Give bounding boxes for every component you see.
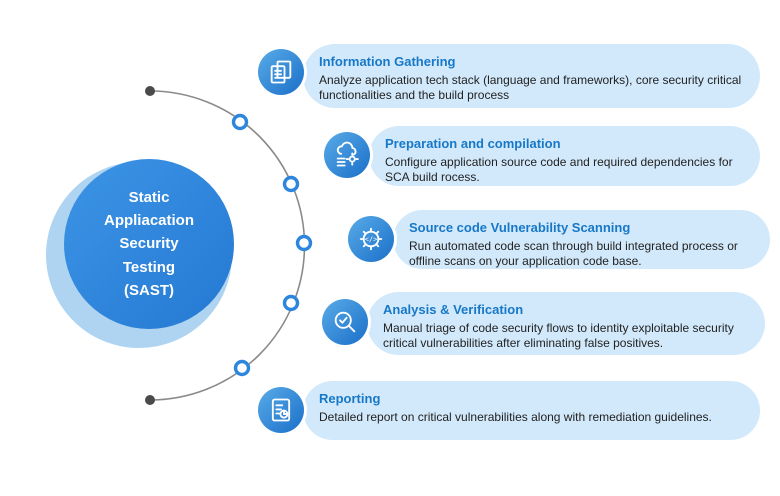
center-title-line: Security <box>119 235 179 253</box>
center-title-line: (SAST) <box>124 281 174 299</box>
center-title-line: Appliacation <box>103 212 194 230</box>
step-title: Source code Vulnerability Scanning <box>409 220 631 235</box>
step-banner-information-gathering: Information Gathering Analyze applicatio… <box>303 44 760 108</box>
step-banner-preparation-compilation: Preparation and compilation Configure ap… <box>369 126 760 186</box>
documents-icon <box>270 60 292 84</box>
step-icon-circle <box>322 299 368 345</box>
node-step-2 <box>282 175 300 193</box>
center-title-line: Static <box>128 188 170 206</box>
center-title-line: Testing <box>122 258 176 276</box>
cloud-gear-icon <box>336 141 359 167</box>
gear-code-icon: </> <box>359 227 383 251</box>
step-description: Run automated code scan through build in… <box>409 238 738 269</box>
magnifier-check-icon <box>334 311 356 333</box>
step-description: Manual triage of code security flows to … <box>383 320 734 351</box>
node-step-1 <box>231 113 249 131</box>
step-title: Reporting <box>319 391 381 406</box>
step-banner-analysis-verification: Analysis & Verification Manual triage of… <box>367 292 765 355</box>
step-banner-vulnerability-scanning: Source code Vulnerability Scanning Run a… <box>393 210 770 269</box>
step-description: Analyze application tech stack (language… <box>319 72 742 103</box>
report-icon <box>271 398 291 422</box>
step-description: Detailed report on critical vulnerabilit… <box>319 409 712 424</box>
step-banner-reporting: Reporting Detailed report on critical vu… <box>303 381 760 440</box>
arc-end-dot <box>145 395 155 405</box>
node-step-4 <box>282 294 300 312</box>
svg-text:</>: </> <box>365 236 378 244</box>
node-step-3 <box>295 234 313 252</box>
step-title: Analysis & Verification <box>383 302 524 317</box>
arc-start-dot <box>145 86 155 96</box>
step-icon-circle <box>258 49 304 95</box>
step-title: Preparation and compilation <box>385 136 561 151</box>
step-title: Information Gathering <box>319 54 456 69</box>
step-icon-circle: </> <box>348 216 394 262</box>
center-title-circle: Static Appliacation Security Testing (SA… <box>64 159 234 329</box>
step-description: Configure application source code and re… <box>385 154 733 185</box>
step-icon-circle <box>258 387 304 433</box>
node-step-5 <box>233 359 251 377</box>
step-icon-circle <box>324 132 370 178</box>
